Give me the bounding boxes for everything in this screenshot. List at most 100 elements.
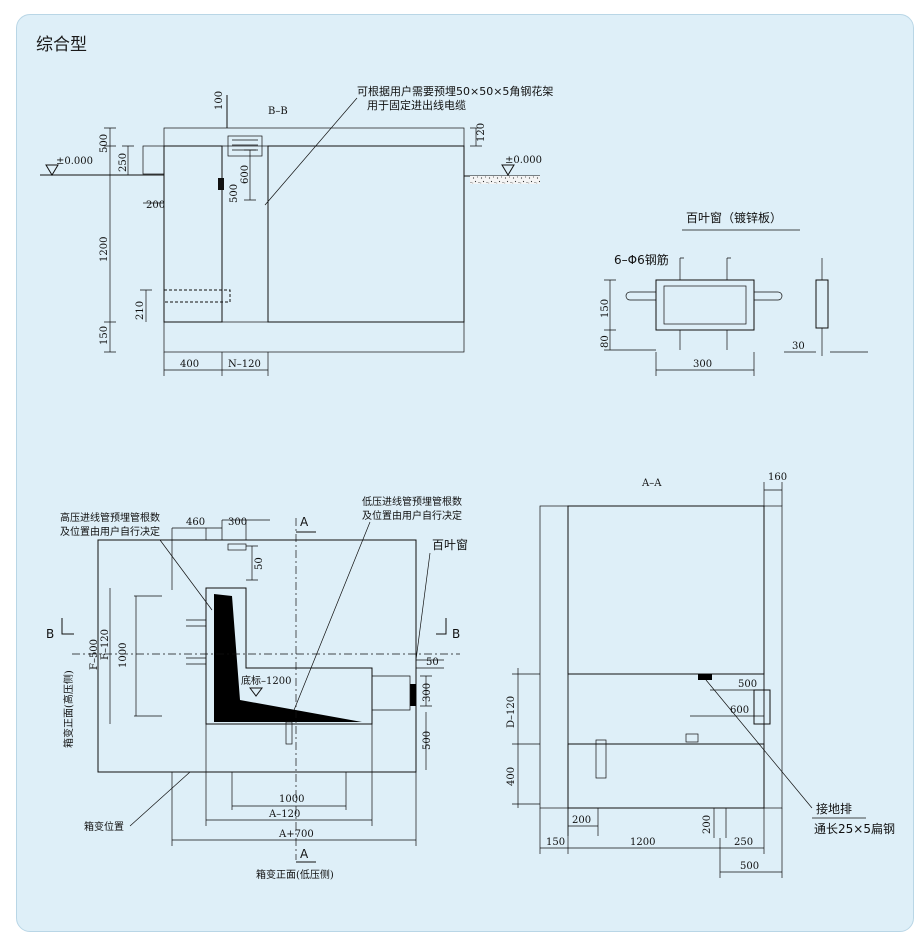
right-wall bbox=[763, 505, 783, 809]
plan-460: 460 bbox=[186, 517, 205, 528]
plan-dim-50-line bbox=[246, 545, 258, 581]
dim-1200: 1200 bbox=[99, 237, 110, 262]
plan-50: 50 bbox=[254, 557, 265, 570]
plan-marker-A-top: A bbox=[300, 515, 309, 529]
plan-F120: F–120 bbox=[100, 629, 111, 660]
louver-80: 80 bbox=[600, 335, 611, 348]
plan-500: 500 bbox=[422, 731, 433, 750]
pit-level-mark bbox=[249, 687, 263, 697]
aa-400: 400 bbox=[506, 767, 517, 786]
lower-brick bbox=[567, 743, 765, 809]
louver-frame bbox=[655, 279, 755, 331]
aa-pipe bbox=[595, 739, 607, 779]
louver-rebar-side bbox=[625, 291, 783, 301]
plan-dim-left-ext bbox=[134, 595, 162, 717]
dim-600-line bbox=[244, 149, 256, 201]
dim-250: 250 bbox=[118, 153, 129, 172]
plan-dim-top bbox=[171, 519, 270, 590]
ground-steel: 通长25×5扁钢 bbox=[814, 822, 895, 836]
dim-n120: N–120 bbox=[228, 359, 261, 370]
left-wall bbox=[539, 505, 569, 809]
hv-conduits bbox=[186, 619, 206, 665]
page-title: 综合型 bbox=[36, 35, 87, 55]
section-bb-note-2: 用于固定进出线电缆 bbox=[367, 98, 466, 112]
hv-pipe bbox=[227, 543, 247, 551]
plan-1000v: 1000 bbox=[118, 643, 129, 668]
plan-marker-B-left: B bbox=[46, 627, 54, 641]
aa-1200: 1200 bbox=[630, 837, 655, 848]
plan-note-right-1: 低压进线管预埋管根数 bbox=[362, 495, 462, 508]
dim-150: 150 bbox=[99, 326, 110, 345]
dim-120: 120 bbox=[476, 123, 487, 142]
dim-210-line bbox=[140, 289, 152, 322]
louver-side-dim bbox=[784, 258, 868, 356]
louver-300: 300 bbox=[693, 359, 712, 370]
pit-wedge bbox=[214, 594, 362, 722]
plan-300: 300 bbox=[228, 517, 247, 528]
plan-view: 高压进线管预埋管根数 及位置由用户自行决定 低压进线管预埋管根数 及位置由用户自… bbox=[46, 495, 468, 881]
dim-200: 200 bbox=[146, 200, 165, 211]
plan-dim-right bbox=[416, 659, 444, 770]
pit-label: 底标–1200 bbox=[241, 674, 291, 687]
ground-bar bbox=[698, 674, 712, 680]
section-bb-note-1: 可根据用户需要预埋50×50×5角钢花架 bbox=[357, 84, 553, 98]
plan-marker-B-left-arrow bbox=[61, 618, 74, 635]
left-brick-wall bbox=[163, 145, 223, 323]
louver-mark bbox=[410, 684, 416, 706]
dim-400: 400 bbox=[180, 359, 199, 370]
louver-dim-h bbox=[655, 352, 755, 376]
plan-A700: A+700 bbox=[278, 829, 314, 840]
aa-200b: 200 bbox=[702, 815, 713, 834]
aa-250: 250 bbox=[734, 837, 753, 848]
louver-title: 百叶窗（镀锌板） bbox=[686, 211, 782, 225]
plan-note-left-2: 及位置由用户自行决定 bbox=[60, 525, 160, 538]
plan-300b: 300 bbox=[422, 683, 433, 702]
angle-bracket bbox=[227, 135, 263, 157]
plan-louver-label: 百叶窗 bbox=[432, 538, 468, 552]
level-mark-left bbox=[45, 164, 59, 176]
ground-label: 接地排 bbox=[816, 801, 852, 816]
louver-30: 30 bbox=[792, 341, 805, 352]
opening bbox=[567, 673, 765, 745]
level-right: ±0.000 bbox=[505, 155, 542, 166]
aa-D120: D–120 bbox=[506, 696, 517, 728]
section-bb: B–B 可根据用户需要预埋50×50×5角钢花架 用于固定进出线电缆 ±0.00… bbox=[40, 84, 553, 376]
level-mark-right bbox=[501, 164, 515, 176]
plan-1000: 1000 bbox=[279, 794, 304, 805]
aa-160: 160 bbox=[768, 472, 787, 483]
aa-500: 500 bbox=[738, 679, 757, 690]
aa-150: 150 bbox=[546, 837, 565, 848]
upper-step bbox=[142, 145, 165, 175]
dim-500b: 500 bbox=[229, 184, 240, 203]
upper-brick bbox=[567, 505, 765, 675]
right-brick-wall bbox=[267, 145, 465, 323]
aa-dim-200b-line bbox=[713, 808, 727, 838]
ground-leader bbox=[705, 679, 813, 809]
dim-left bbox=[104, 127, 116, 353]
plan-lv-box bbox=[372, 675, 411, 711]
plan-dim-left bbox=[97, 540, 137, 772]
dim-bottom bbox=[163, 352, 269, 376]
plan-leaders bbox=[159, 521, 431, 721]
cable-pipe-b bbox=[163, 289, 231, 303]
bracket-lines bbox=[232, 139, 258, 151]
aa-500b: 500 bbox=[740, 861, 759, 872]
note-leader bbox=[264, 97, 358, 206]
louver-rebar: 6–Φ6钢筋 bbox=[614, 252, 669, 267]
top-coping bbox=[163, 127, 465, 147]
plan-marker-B-right-arrow bbox=[436, 618, 447, 635]
aa-dim-left bbox=[512, 668, 540, 808]
cable-pipe-a bbox=[218, 178, 224, 190]
dim-120-line bbox=[470, 127, 482, 147]
louver-150: 150 bbox=[600, 299, 611, 318]
section-bb-label: B–B bbox=[268, 106, 288, 117]
level-left: ±0.000 bbox=[56, 156, 93, 167]
plan-A120: A–120 bbox=[268, 809, 300, 820]
box-outline bbox=[97, 539, 417, 773]
dim-600: 600 bbox=[240, 165, 251, 184]
plan-50b: 50 bbox=[426, 657, 439, 668]
aa-louver bbox=[753, 689, 771, 725]
dim-500: 500 bbox=[99, 134, 110, 153]
dim-250-line bbox=[122, 145, 134, 176]
